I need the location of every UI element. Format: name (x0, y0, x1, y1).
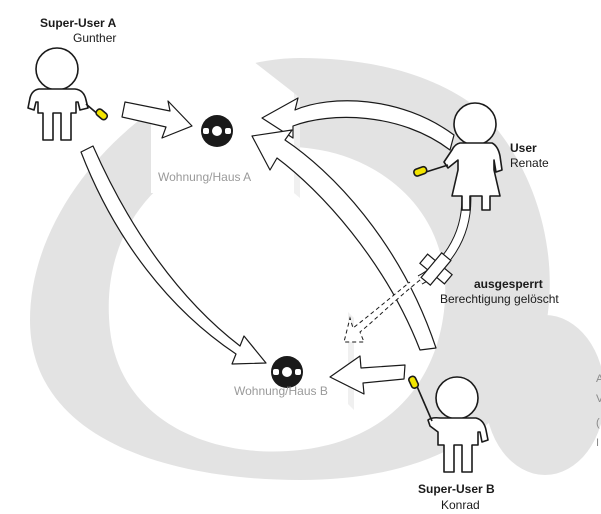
edge-text: ( (596, 417, 600, 429)
key-icon (85, 103, 109, 121)
arrow-superuser-a-to-house-b (80, 145, 267, 365)
superuser-a-role: Super-User A (40, 16, 117, 30)
house-a (151, 33, 300, 198)
lock-icon (271, 356, 303, 388)
arrow-superuser-b-to-house-b (329, 355, 406, 395)
arrow-superuser-b-to-house-a (251, 129, 437, 351)
superuser-b-role: Super-User B (418, 482, 495, 496)
house-b-label: Wohnung/Haus B (234, 384, 328, 398)
revoked-title: ausgesperrt (474, 277, 543, 291)
person-superuser-a (27, 47, 109, 141)
person-user (413, 102, 503, 211)
house-a-label: Wohnung/Haus A (158, 170, 252, 184)
edge-text: A (596, 373, 601, 385)
arrow-superuser-a-to-house-a (121, 100, 193, 139)
edge-text: I (596, 437, 600, 449)
arrow-user-to-house-a (261, 97, 455, 151)
revoked-x-icon (419, 252, 453, 286)
user-role: User (510, 141, 537, 155)
key-icon (408, 375, 433, 422)
lock-icon (201, 115, 233, 147)
person-superuser-b (408, 375, 489, 473)
superuser-a-name: Gunther (73, 31, 117, 45)
edge-text: V (596, 393, 601, 405)
key-icon (413, 164, 449, 177)
superuser-b-name: Konrad (441, 498, 480, 512)
background-ring-bump (485, 315, 601, 475)
revoked-subtitle: Berechtigung gelöscht (440, 292, 559, 306)
user-name: Renate (510, 156, 549, 170)
